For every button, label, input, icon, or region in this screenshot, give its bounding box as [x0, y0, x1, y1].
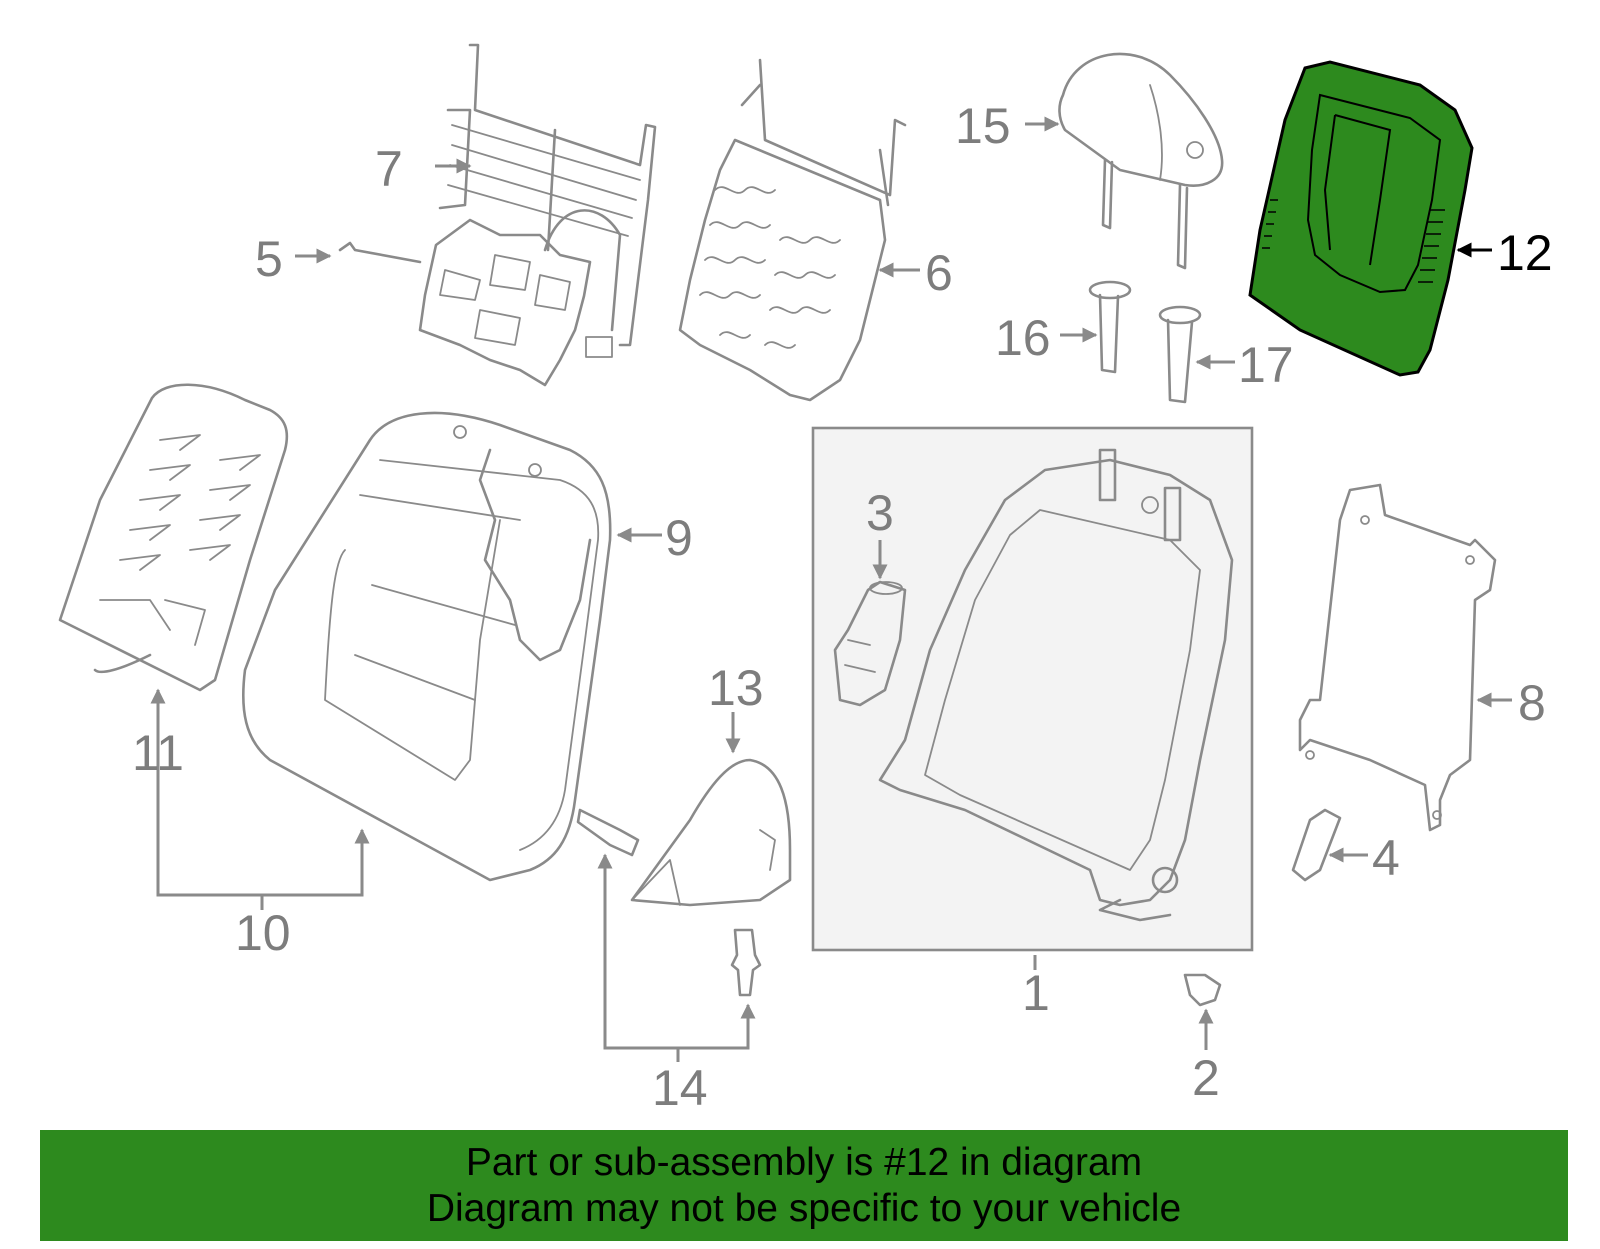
part-info-banner: Part or sub-assembly is #12 in diagram D… — [40, 1130, 1568, 1241]
part-13-side-shield[interactable] — [630, 758, 792, 907]
callout-14: 14 — [652, 1060, 708, 1116]
callout-8: 8 — [1518, 675, 1546, 731]
callout-1: 1 — [1022, 965, 1050, 1021]
part-5-lumbar-support[interactable] — [338, 218, 613, 387]
part-2-grommet[interactable] — [1183, 973, 1222, 1007]
part-11-heater-mat[interactable] — [58, 383, 289, 692]
callout-3: 3 — [866, 485, 894, 541]
callout-4: 4 — [1372, 830, 1400, 886]
part-1-seat-back-frame[interactable] — [878, 448, 1234, 922]
part-14-pin-left[interactable] — [576, 808, 640, 857]
part-16-headrest-guide[interactable] — [1088, 280, 1132, 374]
leader-lines — [150, 116, 1512, 1062]
part-14-pin-right[interactable] — [730, 928, 762, 997]
part-6-seat-back-pad[interactable] — [678, 58, 907, 402]
part-8-back-board[interactable] — [1298, 483, 1497, 832]
callout-7: 7 — [375, 141, 403, 197]
callout-13: 13 — [708, 660, 764, 716]
callout-15: 15 — [955, 98, 1011, 154]
callout-5: 5 — [255, 231, 283, 287]
callout-2: 2 — [1192, 1050, 1220, 1106]
callout-11: 11 — [132, 725, 184, 781]
callout-16: 16 — [995, 310, 1051, 366]
callout-17: 17 — [1238, 337, 1294, 393]
banner-line-2: Diagram may not be specific to your vehi… — [426, 1186, 1182, 1230]
part-15-headrest[interactable] — [1058, 52, 1224, 270]
part-9-seat-back-cover[interactable] — [242, 411, 612, 882]
callout-10: 10 — [235, 905, 291, 961]
callout-6: 6 — [925, 245, 953, 301]
part-4-clip[interactable] — [1291, 808, 1342, 882]
part-12-seat-back-panel-highlighted[interactable] — [1248, 60, 1474, 377]
callout-9: 9 — [665, 510, 693, 566]
part-3-recliner-motor[interactable] — [833, 580, 907, 707]
part-7-lumbar-wire-frame[interactable] — [438, 43, 657, 347]
part-17-headrest-guide[interactable] — [1158, 305, 1202, 404]
callout-12: 12 — [1497, 225, 1553, 281]
parts-diagram: 7 5 6 15 12 16 17 9 3 13 8 11 4 10 1 2 1… — [58, 43, 1553, 1116]
banner-line-1: Part or sub-assembly is #12 in diagram — [465, 1140, 1143, 1184]
